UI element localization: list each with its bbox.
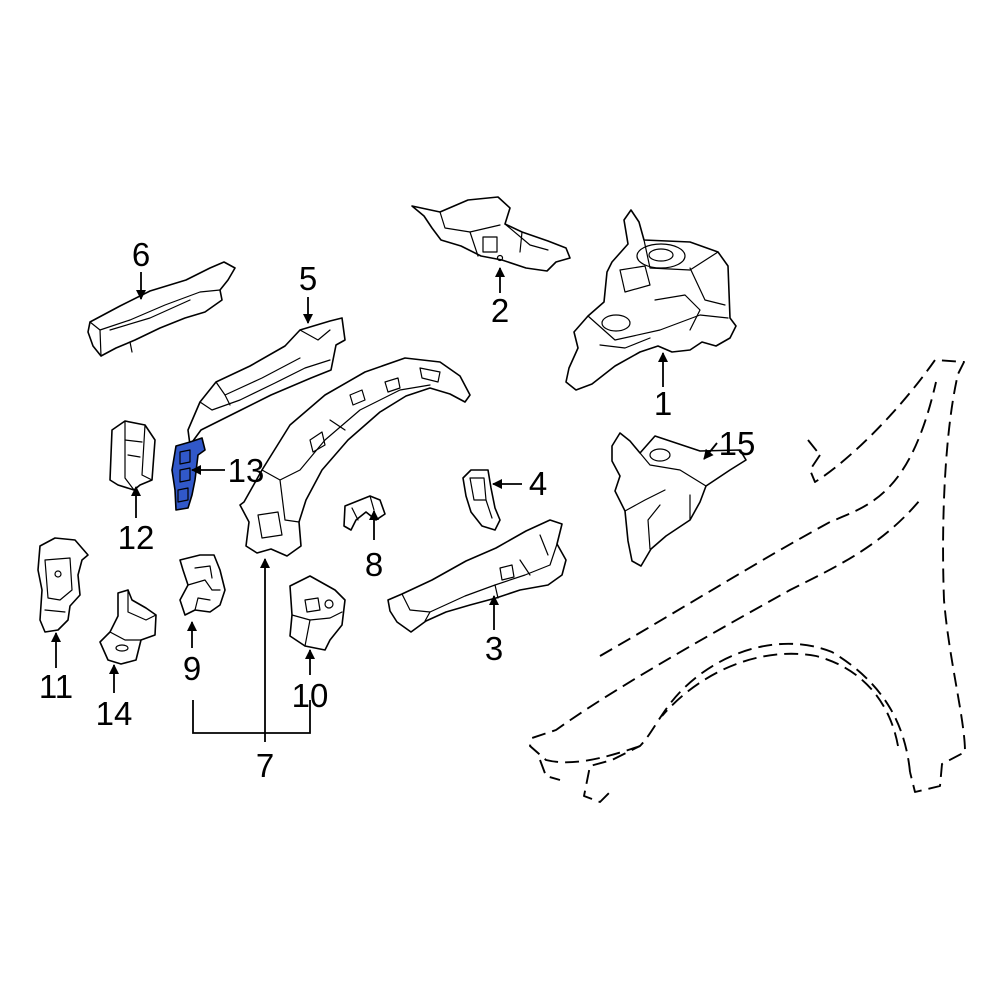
callout-3-label: 3 (485, 630, 503, 667)
callout-9-label: 9 (183, 650, 201, 687)
callout-14-label: 14 (96, 695, 133, 732)
callout-8-label: 8 (365, 546, 383, 583)
callout-7-bracket (192, 700, 311, 734)
part-13-drawing (171, 437, 206, 511)
callout-12-label: 12 (118, 519, 155, 556)
callout-4-label: 4 (529, 465, 547, 502)
callout-6-label: 6 (132, 236, 150, 273)
callout-15-arrow (703, 442, 718, 460)
part-3-drawing (387, 519, 567, 633)
callout-7-label: 7 (256, 747, 274, 784)
part-1-drawing (565, 209, 737, 391)
callout-11-label: 11 (39, 668, 73, 705)
part-2-drawing (411, 196, 571, 272)
fender-outline (529, 359, 966, 803)
part-6-drawing (87, 261, 236, 357)
callout-2-label: 2 (491, 292, 509, 329)
part-12-drawing (109, 420, 156, 491)
part-9-drawing (179, 554, 226, 616)
part-5-drawing (187, 317, 346, 446)
callout-15-label: 15 (719, 425, 756, 462)
part-14-drawing (99, 589, 157, 665)
part-4-drawing (462, 469, 501, 531)
callout-13-label: 13 (228, 452, 265, 489)
leader-arrows (51, 267, 718, 742)
callout-labels: 1 2 3 4 5 6 7 8 9 10 11 12 13 14 15 (39, 236, 755, 784)
part-11-drawing (37, 537, 89, 633)
part-10-drawing (289, 575, 346, 651)
part-15-drawing (611, 432, 747, 567)
callout-5-label: 5 (299, 260, 317, 297)
part-7-drawing (239, 357, 471, 557)
callout-1-label: 1 (654, 385, 672, 422)
part-8-drawing (343, 495, 386, 531)
callout-10-label: 10 (292, 677, 329, 714)
